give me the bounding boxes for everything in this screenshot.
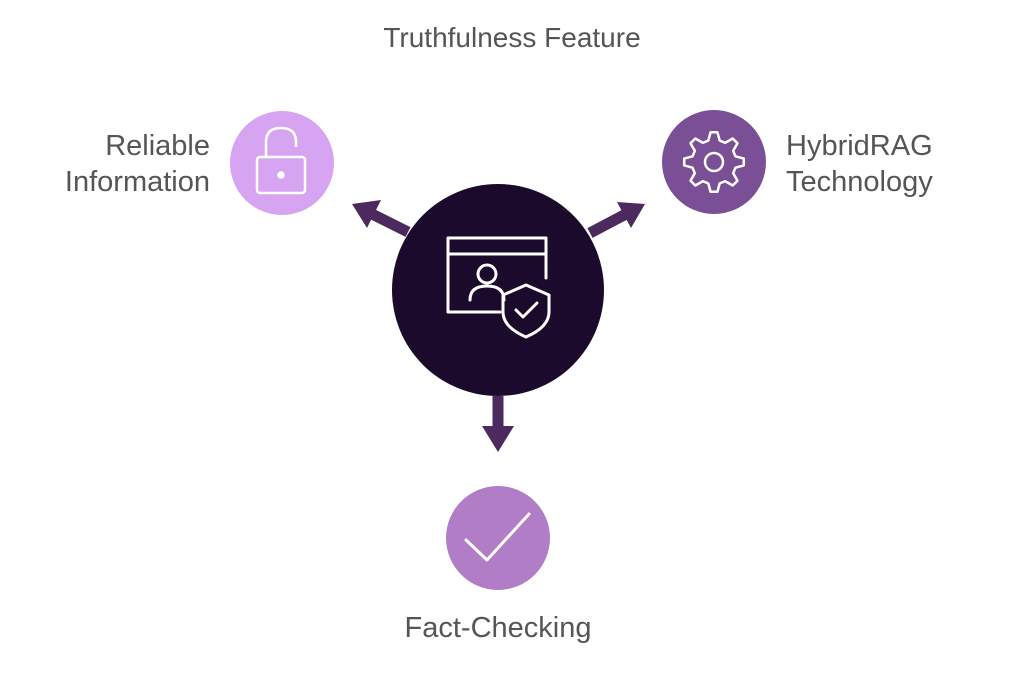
arrow-to-hybridrag-technology bbox=[587, 202, 645, 238]
gear-icon bbox=[682, 130, 746, 194]
reliable-information-label: Reliable Information bbox=[65, 128, 210, 200]
arrow-to-reliable-information bbox=[352, 200, 411, 237]
hybridrag-technology-label-line-1: HybridRAG bbox=[786, 130, 933, 162]
reliable-information-label-line-1: Reliable bbox=[105, 130, 210, 162]
arrow-to-fact-checking bbox=[482, 396, 514, 452]
reliable-information-label-line-2: Information bbox=[64, 166, 210, 198]
unlock-icon bbox=[255, 126, 307, 195]
fact-checking-label: Fact-Checking bbox=[0, 610, 996, 646]
checkmark-icon bbox=[464, 512, 531, 562]
fact-checking-label-line-1: Fact-Checking bbox=[404, 612, 592, 644]
user-shield-browser-icon bbox=[446, 236, 551, 339]
fact-checking-node bbox=[446, 486, 550, 590]
hybridrag-technology-node bbox=[662, 110, 766, 214]
hybridrag-technology-label: HybridRAG Technology bbox=[786, 128, 933, 200]
diagram-title: Truthfulness Feature bbox=[383, 22, 641, 53]
reliable-information-node bbox=[230, 111, 334, 215]
hybridrag-technology-label-line-2: Technology bbox=[786, 166, 933, 198]
center-node bbox=[392, 184, 604, 396]
